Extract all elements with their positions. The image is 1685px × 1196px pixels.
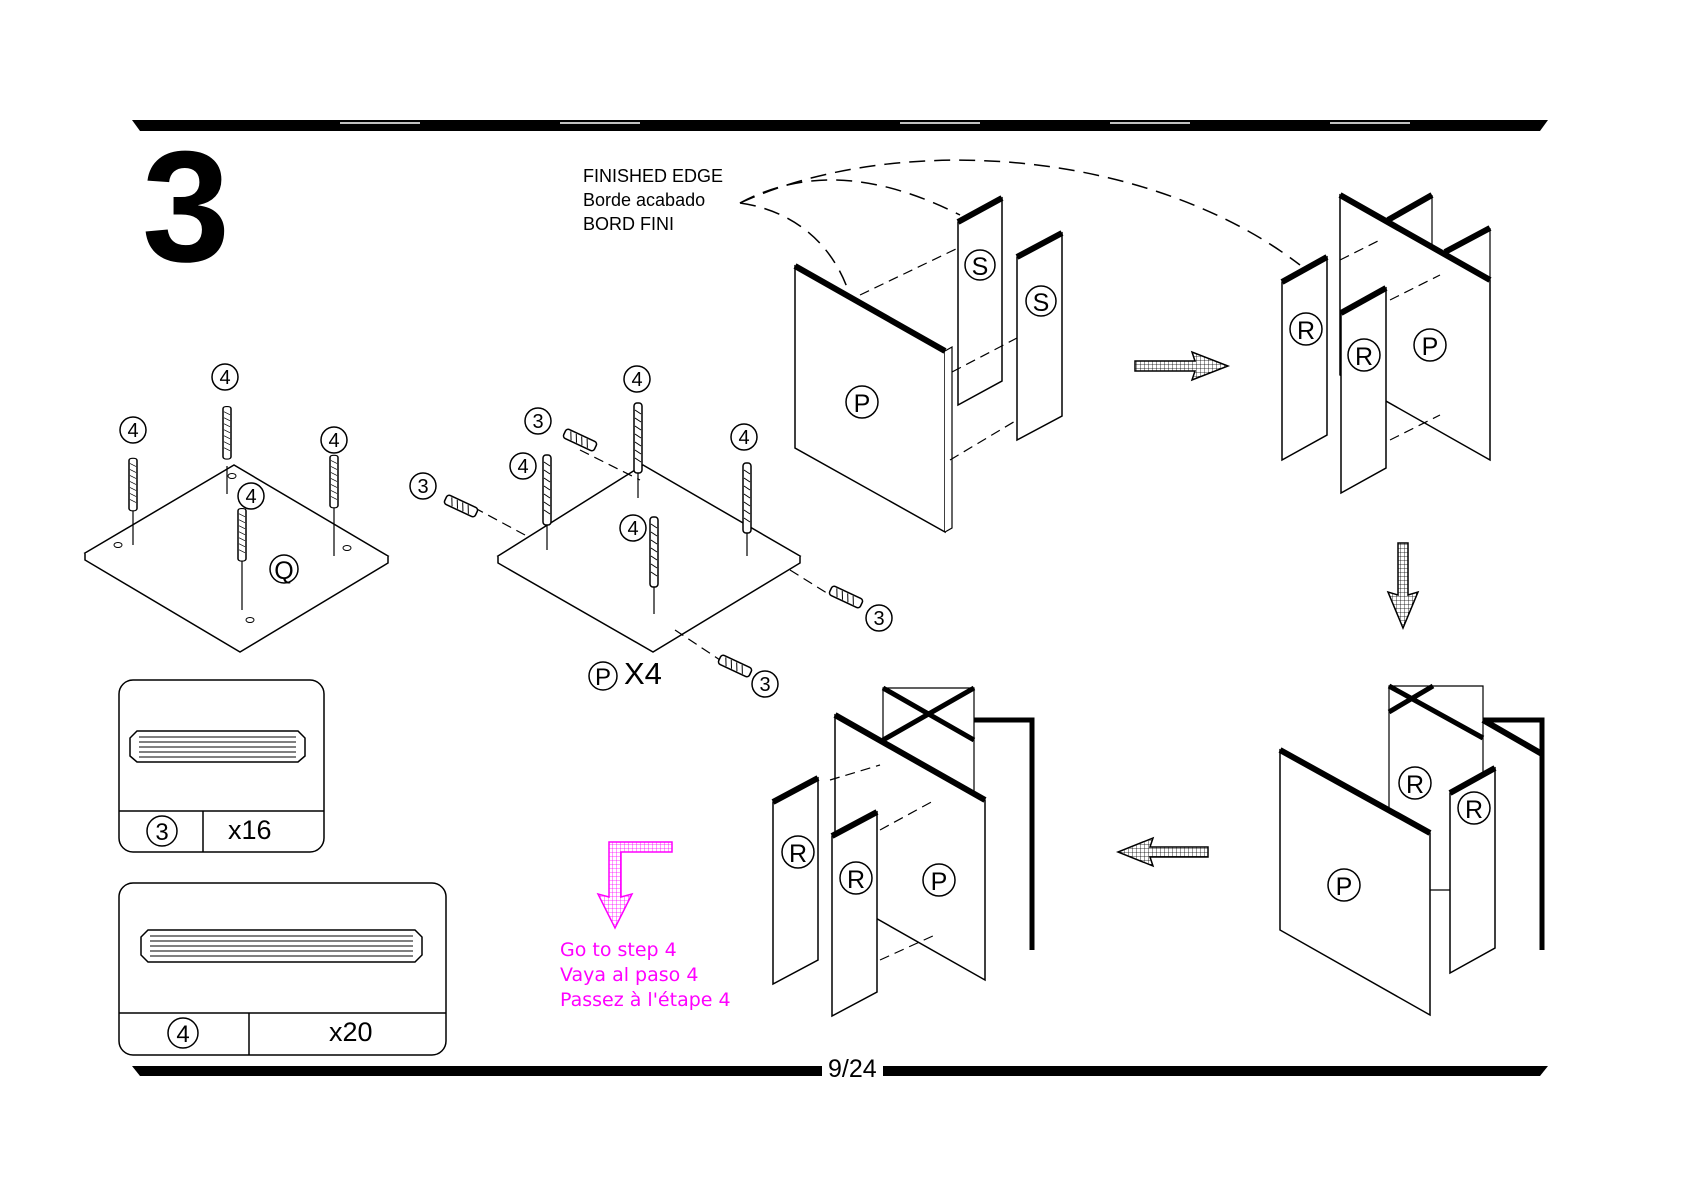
svg-text:3: 3: [532, 411, 543, 433]
part-p-label-small: P: [595, 664, 611, 691]
part-q-label: Q: [274, 557, 293, 585]
finished-edge-label-fr: BORD FINI: [583, 214, 674, 235]
svg-text:3: 3: [873, 608, 884, 630]
svg-text:R: R: [1297, 317, 1315, 345]
page-number: 9/24: [822, 1055, 883, 1084]
stage-p-with-r: R R P: [1282, 195, 1490, 493]
svg-text:3: 3: [155, 819, 168, 846]
hardware-box-long: 4: [119, 883, 446, 1055]
finished-edge-label-en: FINISHED EDGE: [583, 166, 723, 187]
stage-assembled-front: R R P: [1280, 686, 1542, 1015]
goto-step-en: Go to step 4: [560, 939, 677, 961]
dowel-long-quantity: x20: [329, 1017, 373, 1048]
stage-p-with-s: S S P: [795, 198, 1062, 532]
svg-text:4: 4: [517, 456, 528, 478]
svg-text:R: R: [789, 840, 807, 868]
svg-text:P: P: [1422, 333, 1439, 361]
goto-arrow-icon: [598, 842, 672, 928]
svg-text:4: 4: [627, 518, 638, 540]
svg-text:P: P: [854, 390, 871, 418]
svg-text:4: 4: [245, 486, 256, 508]
svg-text:R: R: [1465, 796, 1483, 824]
svg-text:P: P: [1336, 873, 1353, 901]
svg-text:R: R: [847, 866, 865, 894]
svg-text:S: S: [1033, 289, 1050, 317]
top-border: [132, 120, 1548, 131]
panel-p-quantity: X4: [624, 656, 662, 692]
finished-edge-label-es: Borde acabado: [583, 190, 705, 211]
arrow-down-icon: [1388, 543, 1418, 628]
svg-text:4: 4: [219, 367, 230, 389]
hardware-box-short: 3: [119, 680, 324, 852]
svg-text:4: 4: [631, 369, 642, 391]
arrow-left-icon: [1118, 838, 1208, 866]
svg-text:4: 4: [328, 430, 339, 452]
svg-text:R: R: [1355, 343, 1373, 371]
svg-text:R: R: [1406, 771, 1424, 799]
dowel-short-quantity: x16: [228, 815, 272, 846]
arrow-right-icon: [1135, 352, 1228, 380]
step-number: 3: [142, 128, 230, 286]
svg-text:3: 3: [759, 674, 770, 696]
svg-text:4: 4: [738, 427, 749, 449]
svg-text:3: 3: [417, 476, 428, 498]
svg-text:S: S: [972, 253, 989, 281]
goto-step-fr: Passez à l'étape 4: [560, 989, 731, 1011]
svg-text:4: 4: [176, 1021, 189, 1048]
goto-step-es: Vaya al paso 4: [560, 964, 698, 986]
svg-text:4: 4: [127, 420, 138, 442]
stage-grid-with-r: R R P: [773, 688, 1032, 1016]
svg-text:P: P: [931, 868, 948, 896]
